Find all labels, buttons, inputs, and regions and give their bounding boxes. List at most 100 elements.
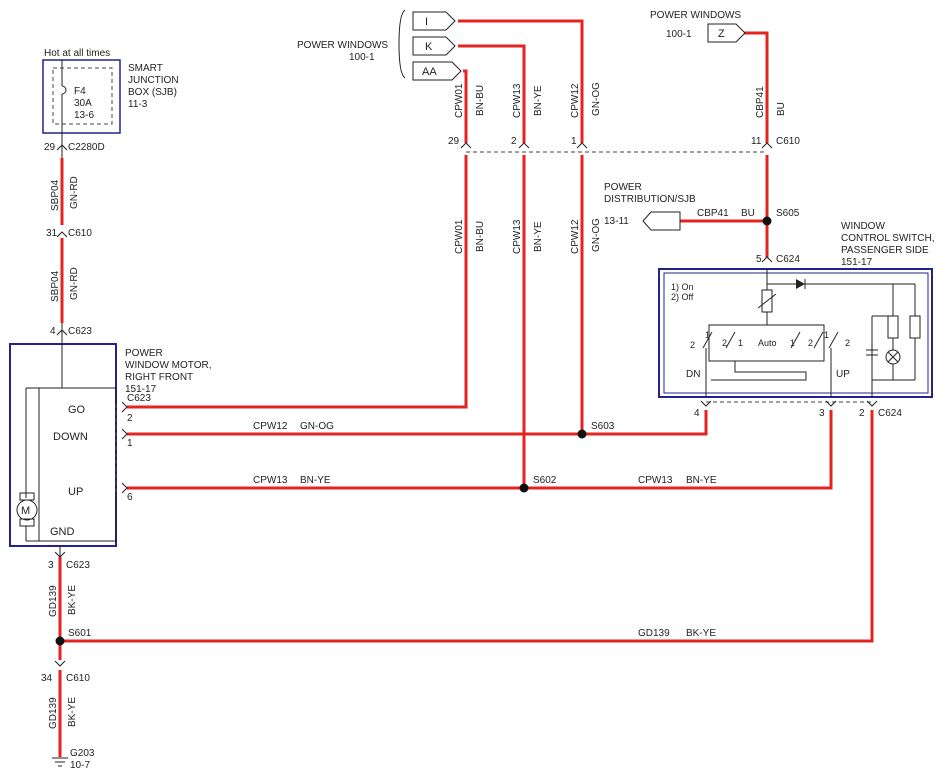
svg-text:1: 1 [824,330,829,340]
svg-text:10-7: 10-7 [70,760,90,771]
svg-text:DISTRIBUTION/SJB: DISTRIBUTION/SJB [604,194,696,205]
svg-text:C623: C623 [68,326,92,337]
tag-aa[interactable]: AA [412,61,462,81]
splice-s601 [55,636,65,646]
svg-text:GN-OG: GN-OG [300,421,334,432]
left-upper-labels: SBP04 GN-RD 31 C610 SBP04 GN-RD 4 C623 [46,176,92,344]
power-distribution-group: POWER DISTRIBUTION/SJB 13-11 CBP41 BU S6… [604,182,800,231]
svg-text:AA: AA [422,66,437,78]
svg-text:CPW12: CPW12 [570,219,581,254]
svg-text:C610: C610 [66,673,90,684]
svg-text:CONTROL SWITCH,: CONTROL SWITCH, [841,233,935,244]
switch-contact-icon [702,331,713,349]
svg-text:1: 1 [705,330,710,340]
svg-text:GN-RD: GN-RD [69,176,80,209]
svg-text:CPW12: CPW12 [253,421,288,432]
svg-text:2: 2 [127,413,133,424]
hot-label: Hot at all times [44,48,110,59]
relay-coil-icon [909,315,921,339]
svg-text:G203: G203 [70,748,95,759]
svg-text:6: 6 [127,492,133,503]
svg-text:POWER: POWER [125,348,163,359]
svg-text:3: 3 [819,408,825,419]
svg-text:100-1: 100-1 [666,29,692,40]
svg-text:BN-YE: BN-YE [300,475,331,486]
svg-text:UP: UP [68,486,83,498]
bracket-icon [398,9,406,79]
svg-text:POWER: POWER [604,182,642,193]
svg-text:1: 1 [571,136,577,147]
connector-chevron-icon [54,660,66,667]
svg-text:WINDOW MOTOR,: WINDOW MOTOR, [125,360,211,371]
power-windows-top-group: POWER WINDOWS 100-1 I K AA [297,9,462,81]
svg-text:C610: C610 [68,228,92,239]
mid-wire-labels: CPW01 BN-BU CPW13 BN-YE CPW12 GN-OG [454,218,602,254]
svg-text:34: 34 [41,673,53,684]
fuse-icon [61,85,67,95]
svg-text:1: 1 [127,438,133,449]
wire-tag-i [458,19,584,143]
power-windows-label: POWER WINDOWS [297,40,388,51]
svg-text:5: 5 [756,254,762,265]
svg-text:BN-YE: BN-YE [686,475,717,486]
tag-i[interactable]: I [412,11,456,31]
svg-text:S601: S601 [68,628,92,639]
power-windows-right-group: POWER WINDOWS 100-1 Z [650,10,746,43]
svg-text:GD139: GD139 [48,697,59,729]
svg-text:CPW13: CPW13 [638,475,673,486]
svg-text:4: 4 [50,326,56,337]
svg-text:JUNCTION: JUNCTION [128,75,179,86]
svg-text:BK-YE: BK-YE [67,697,78,727]
wire-cpw12-down [127,410,708,436]
tag-power-distribution[interactable] [642,211,681,231]
svg-text:CPW13: CPW13 [512,219,523,254]
svg-text:GN-OG: GN-OG [591,218,602,252]
svg-text:Auto: Auto [758,338,777,348]
svg-text:C2280D: C2280D [68,142,105,153]
svg-text:30A: 30A [74,98,92,109]
svg-text:29: 29 [44,142,56,153]
c610-top-connector: CPW01 BN-BU 29 CPW13 BN-YE 2 CPW12 GN-OG… [448,82,800,153]
svg-text:C623: C623 [127,393,151,404]
window-control-switch: WINDOW CONTROL SWITCH, PASSENGER SIDE 1 5… [658,221,935,419]
svg-text:11: 11 [751,136,762,147]
svg-text:CPW01: CPW01 [454,83,465,118]
svg-text:CPW01: CPW01 [454,219,465,254]
svg-text:POWER WINDOWS: POWER WINDOWS [650,10,741,21]
tag-z[interactable]: Z [707,23,746,43]
svg-text:1) On: 1) On [671,282,694,292]
svg-text:SBP04: SBP04 [50,270,61,302]
svg-text:WINDOW: WINDOW [841,221,885,232]
wire-tag-k [458,44,526,143]
connector-chevron-icon [56,231,68,238]
wire-cpw01 [127,155,468,409]
svg-text:1: 1 [738,338,743,348]
svg-text:GD139: GD139 [48,585,59,617]
svg-text:BU: BU [776,102,787,116]
wire-tag-aa [463,69,468,143]
ground-icon [52,757,68,767]
connector-chevron-icon [121,428,128,440]
tag-k[interactable]: K [412,36,456,56]
svg-text:BN-BU: BN-BU [475,85,486,116]
svg-text:BN-YE: BN-YE [533,221,544,252]
relay-coil-icon [887,315,899,339]
svg-text:RIGHT FRONT: RIGHT FRONT [125,372,193,383]
svg-text:1: 1 [790,338,795,348]
diode-icon [796,279,805,289]
svg-text:UP: UP [836,369,850,380]
splice-s605 [762,216,772,226]
svg-text:151-17: 151-17 [125,384,157,395]
svg-text:GO: GO [68,404,86,416]
wire-cbp41 [744,31,769,143]
motor-icon: M [16,387,60,542]
svg-text:SMART: SMART [128,63,163,74]
svg-text:C624: C624 [878,408,902,419]
svg-text:PASSENGER SIDE: PASSENGER SIDE [841,245,929,256]
svg-text:CPW13: CPW13 [512,83,523,118]
power-windows-ref: 100-1 [349,52,375,63]
svg-text:13-11: 13-11 [604,216,629,227]
power-window-motor: GO DOWN UP GND M 2 1 6 POWER WINDOW MOTO… [9,343,211,547]
svg-text:S602: S602 [533,475,557,486]
svg-text:DOWN: DOWN [53,431,88,443]
